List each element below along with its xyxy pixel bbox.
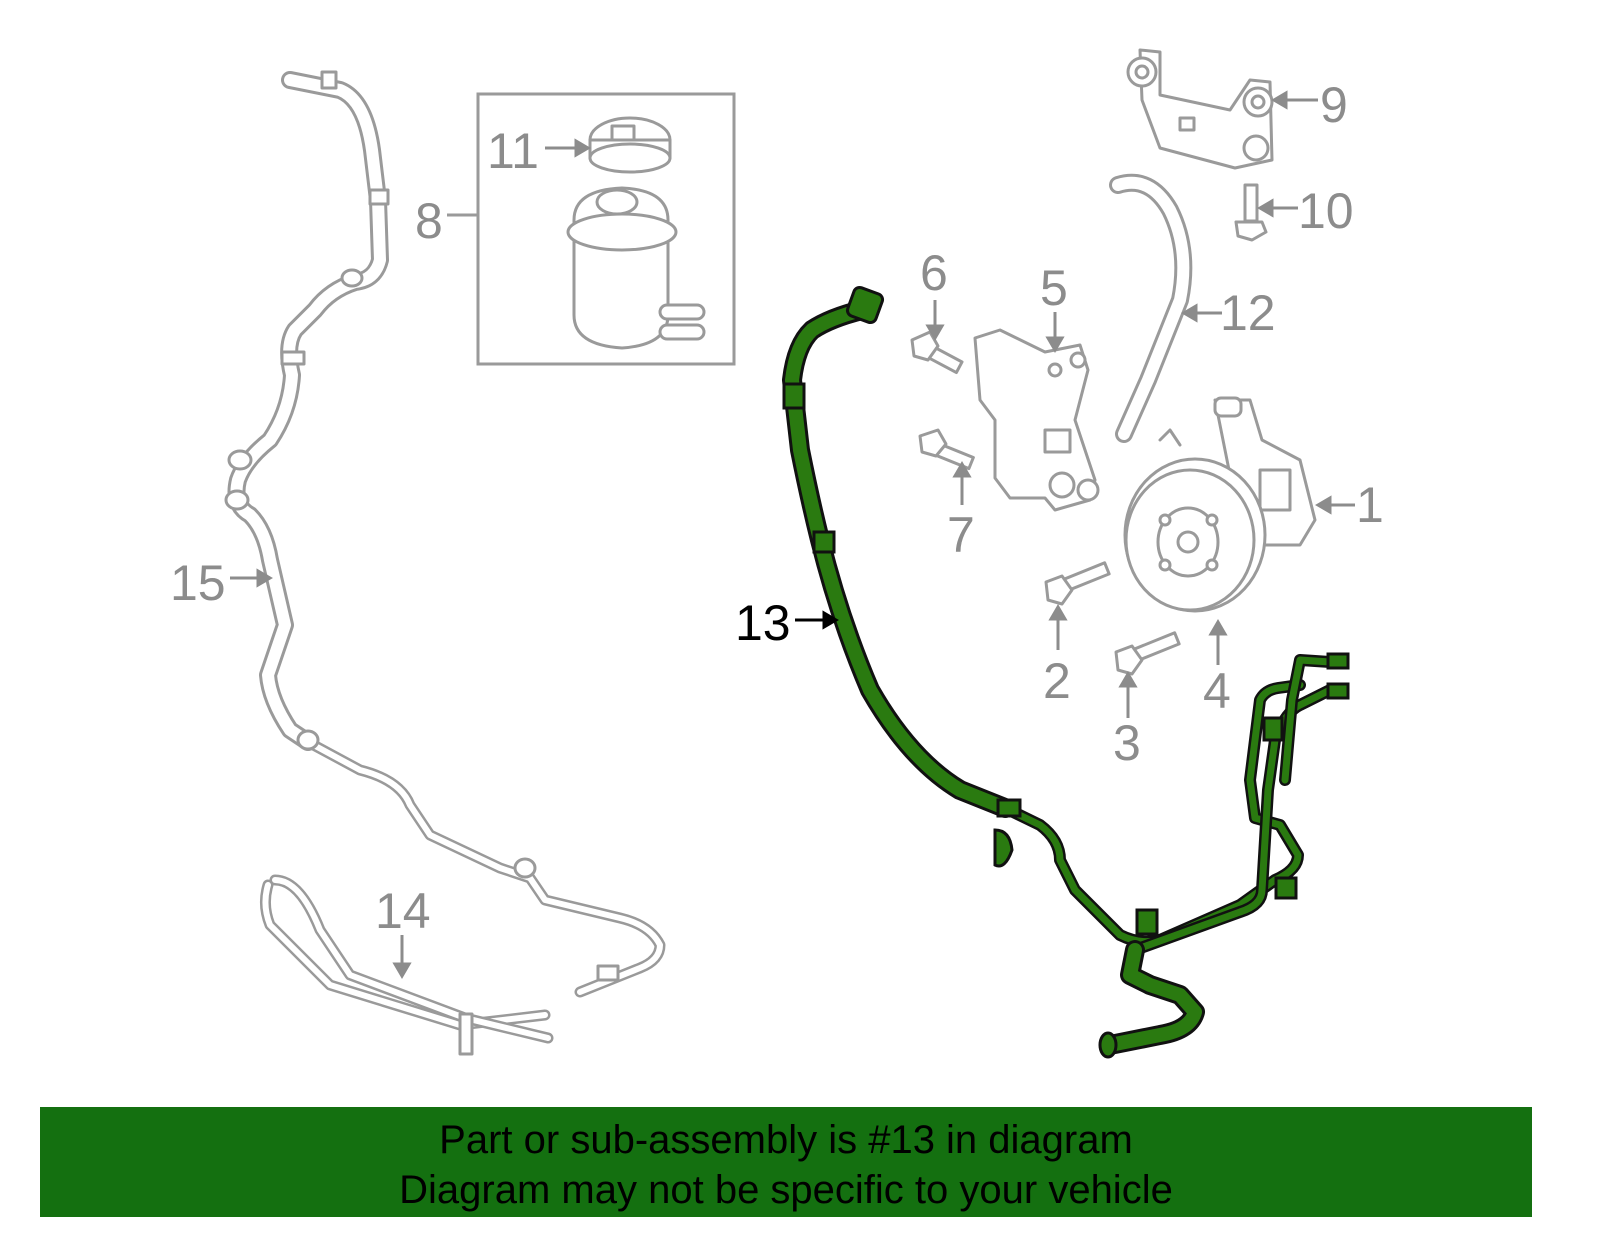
- callout-4[interactable]: 4: [1203, 663, 1231, 719]
- part-15-return-line[interactable]: [224, 70, 666, 998]
- part-10-bolt[interactable]: [1234, 183, 1268, 242]
- callout-5[interactable]: 5: [1040, 260, 1068, 316]
- callout-11[interactable]: 11: [487, 123, 539, 179]
- part-12-suction-hose[interactable]: [1109, 173, 1193, 443]
- callout-3[interactable]: 3: [1113, 715, 1141, 771]
- part-13-pressure-hose[interactable]: [782, 285, 1350, 1059]
- callout-15[interactable]: 15: [170, 555, 226, 611]
- callout-7[interactable]: 7: [947, 507, 975, 563]
- callout-14[interactable]: 14: [375, 883, 431, 939]
- part-3-bolt[interactable]: [1114, 631, 1181, 676]
- banner-line-2: Diagram may not be specific to your vehi…: [399, 1168, 1173, 1212]
- part-2-bolt[interactable]: [1044, 561, 1111, 606]
- part-4-pulley[interactable]: [1123, 428, 1267, 613]
- callout-13[interactable]: 13: [735, 595, 791, 651]
- callout-12[interactable]: 12: [1220, 285, 1276, 341]
- banner-line-1: Part or sub-assembly is #13 in diagram: [439, 1118, 1133, 1162]
- part-11-reservoir-cap: [588, 116, 672, 174]
- parts-diagram: 1 2 3 4 5 6 7 8 9 10 11 12 13 14 15: [170, 48, 1384, 1059]
- part-6-bolt[interactable]: [910, 330, 964, 375]
- part-9-bracket[interactable]: [1126, 48, 1274, 170]
- part-8-reservoir-group[interactable]: [447, 92, 736, 366]
- callout-6[interactable]: 6: [920, 245, 948, 301]
- leader-lines: [230, 90, 1355, 979]
- part-14-cooler[interactable]: [259, 874, 554, 1056]
- part-7-bolt[interactable]: [918, 428, 975, 471]
- leader-13: [795, 610, 839, 630]
- callout-10[interactable]: 10: [1298, 183, 1354, 239]
- callout-1[interactable]: 1: [1356, 477, 1384, 533]
- info-banner: Part or sub-assembly is #13 in diagram D…: [40, 1107, 1532, 1217]
- part-5-pump-bracket[interactable]: [973, 328, 1100, 512]
- callout-2[interactable]: 2: [1043, 653, 1071, 709]
- callout-9[interactable]: 9: [1320, 77, 1348, 133]
- callout-8[interactable]: 8: [415, 193, 443, 249]
